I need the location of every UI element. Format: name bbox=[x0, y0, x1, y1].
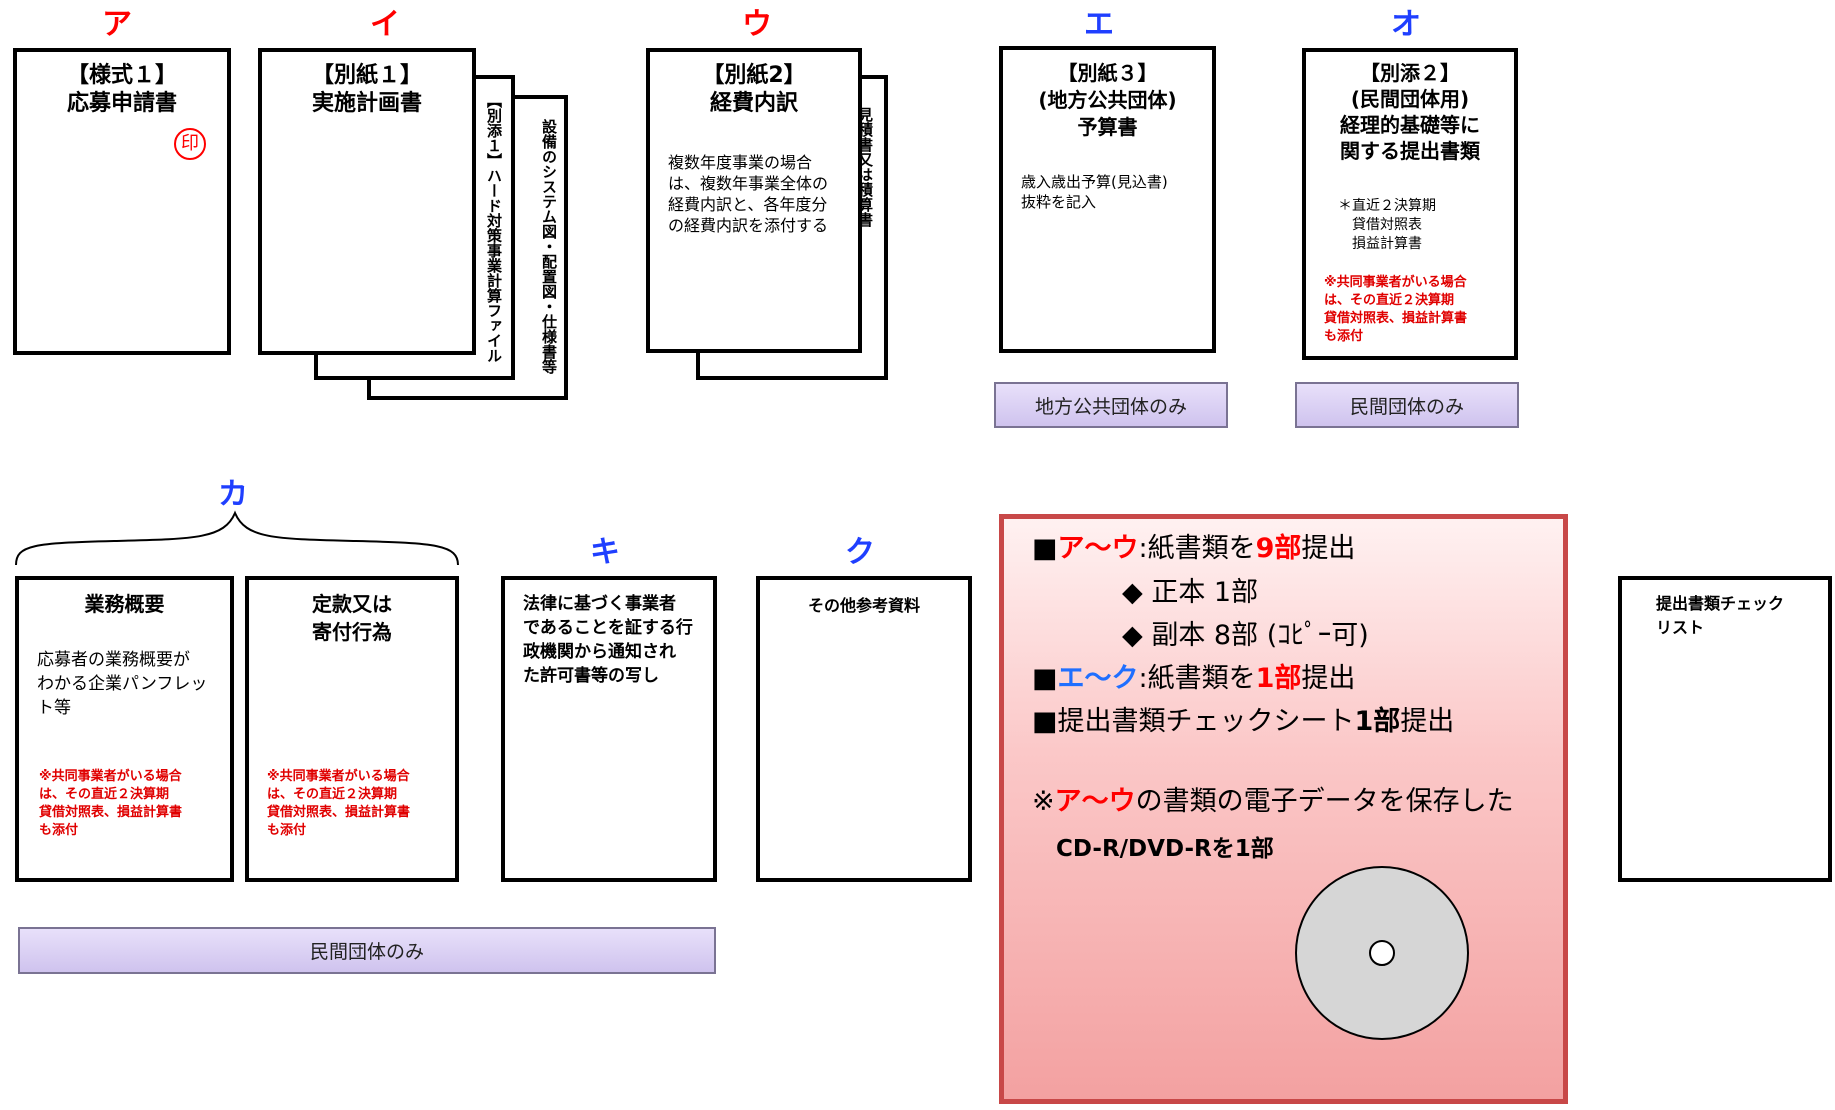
doc-business-overview: 業務概要 応募者の業務概要が わかる企業パンフレッ ト等 ※共同事業者がいる場合… bbox=[15, 576, 234, 882]
label-u: ウ bbox=[742, 7, 772, 42]
submission-instructions-panel: ■ア～ウ:紙書類を9部提出 ◆ 正本 1部 ◆ 副本 8部 (ｺﾋﾟｰ可) ■エ… bbox=[999, 514, 1568, 1104]
instruction-line-a-u: ■ア～ウ:紙書類を9部提出 bbox=[1032, 533, 1356, 564]
doc-title: 提出書類チェック リスト bbox=[1656, 594, 1785, 637]
instruction-original-copy: ◆ 正本 1部 bbox=[1122, 577, 1259, 608]
doc-title: 【別紙2】 経費内訳 bbox=[702, 63, 806, 116]
label-ka: カ bbox=[218, 477, 248, 512]
doc-title: 【別紙１】 実施計画書 bbox=[311, 63, 422, 116]
doc-accounting-basis: 【別添２】 (民間団体用) 経理的基礎等に 関する提出書類 ＊直近２決算期 貸借… bbox=[1302, 48, 1518, 360]
label-i: イ bbox=[370, 7, 400, 42]
instruction-checksheet: ■提出書類チェックシート1部提出 bbox=[1032, 706, 1455, 737]
doc-articles-of-incorporation: 定款又は 寄付行為 ※共同事業者がいる場合 は、その直近２決算期 貸借対照表、損… bbox=[245, 576, 459, 882]
doc-note: ※共同事業者がいる場合 は、その直近２決算期 貸借対照表、損益計算書 も添付 bbox=[1324, 275, 1468, 344]
doc-title: その他参考資料 bbox=[807, 596, 920, 615]
instruction-cd-dvd: CD-R/DVD-Rを1部 bbox=[1056, 836, 1274, 862]
doc-body: 歳入歳出予算(見込書) 抜粋を記入 bbox=[1021, 173, 1168, 211]
band-private-only: 民間団体のみ bbox=[1295, 382, 1519, 428]
instruction-electronic-data: ※ア～ウの書類の電子データを保存した bbox=[1032, 786, 1514, 817]
instruction-line-e-ku: ■エ～ク:紙書類を1部提出 bbox=[1032, 663, 1356, 694]
doc-submission-checklist: 提出書類チェック リスト bbox=[1618, 576, 1832, 882]
doc-budget: 【別紙３】 (地方公共団体) 予算書 歳入歳出予算(見込書) 抜粋を記入 bbox=[999, 46, 1216, 353]
doc-cost-breakdown: 【別紙2】 経費内訳 複数年度事業の場合 は、複数年事業全体の 経費内訳と、各年… bbox=[646, 48, 862, 353]
doc-title: 業務概要 bbox=[84, 592, 165, 616]
cd-disc-icon bbox=[1295, 866, 1469, 1040]
doc-title: 【別添２】 (民間団体用) 経理的基礎等に 関する提出書類 bbox=[1340, 61, 1480, 163]
doc-note: ※共同事業者がいる場合 は、その直近２決算期 貸借対照表、損益計算書 も添付 bbox=[39, 769, 183, 838]
doc-license-copy: 法律に基づく事業者 であることを証する行 政機関から通知され た許可書等の写し bbox=[501, 576, 717, 882]
doc-body: 応募者の業務概要が わかる企業パンフレッ ト等 bbox=[37, 650, 208, 718]
label-ki: キ bbox=[590, 535, 620, 570]
band-local-government-only: 地方公共団体のみ bbox=[994, 382, 1228, 428]
label-ku: ク bbox=[845, 535, 875, 570]
doc-title: 【様式１】 応募申請書 bbox=[66, 63, 177, 116]
doc-title: 【別紙３】 (地方公共団体) 予算書 bbox=[1038, 61, 1177, 139]
label-e: エ bbox=[1084, 7, 1114, 42]
label-a: ア bbox=[102, 7, 132, 42]
vertical-label: 設備のシステム図・配置図・仕様書等 bbox=[540, 119, 558, 374]
seal-stamp-icon: 印 bbox=[174, 128, 206, 160]
doc-body: 複数年度事業の場合 は、複数年事業全体の 経費内訳と、各年度分 の経費内訳を添付… bbox=[668, 153, 829, 235]
curly-brace-icon bbox=[15, 510, 459, 566]
doc-title: 法律に基づく事業者 であることを証する行 政機関から通知され た許可書等の写し bbox=[523, 594, 693, 686]
doc-implementation-plan: 【別紙１】 実施計画書 bbox=[258, 48, 476, 355]
label-o: オ bbox=[1391, 7, 1421, 42]
vertical-label: 【別添１】ハード対策事業計算ファイル bbox=[485, 93, 503, 363]
doc-note: ※共同事業者がいる場合 は、その直近２決算期 貸借対照表、損益計算書 も添付 bbox=[267, 769, 411, 838]
instruction-duplicate-copies: ◆ 副本 8部 (ｺﾋﾟｰ可) bbox=[1122, 620, 1369, 651]
doc-body: ＊直近２決算期 貸借対照表 損益計算書 bbox=[1338, 198, 1436, 252]
doc-other-references: その他参考資料 bbox=[756, 576, 972, 882]
doc-application-form: 【様式１】 応募申請書 印 bbox=[13, 48, 231, 355]
band-private-only: 民間団体のみ bbox=[18, 927, 716, 974]
doc-title: 定款又は 寄付行為 bbox=[312, 592, 392, 644]
